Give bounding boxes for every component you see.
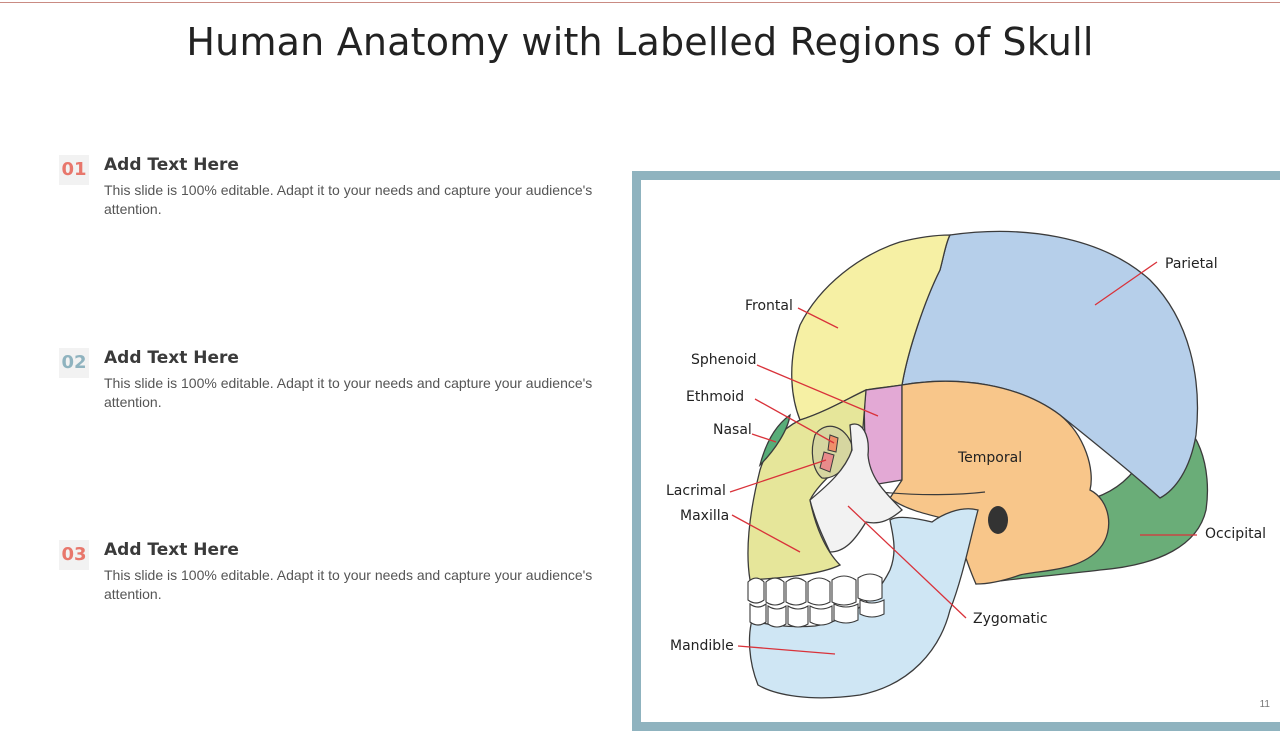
- item-body: This slide is 100% editable. Adapt it to…: [104, 375, 593, 410]
- nasal-bone: [758, 413, 791, 468]
- page-title: Human Anatomy with Labelled Regions of S…: [186, 20, 1094, 64]
- label-zygomatic: Zygomatic: [973, 611, 1048, 627]
- label-frontal: Frontal: [745, 298, 793, 314]
- leader-lines: [729, 261, 1197, 655]
- item-heading: Add Text Here: [104, 348, 239, 368]
- label-maxilla: Maxilla: [680, 508, 729, 524]
- page-number: 11: [1259, 699, 1270, 710]
- ear-canal: [988, 506, 1008, 534]
- item-number: 03: [59, 540, 89, 570]
- top-rule: [0, 2, 1280, 3]
- item-heading: Add Text Here: [104, 155, 239, 175]
- item-body: This slide is 100% editable. Adapt it to…: [104, 182, 593, 217]
- label-mandible: Mandible: [670, 638, 734, 654]
- label-ethmoid: Ethmoid: [686, 389, 744, 405]
- item-number: 01: [59, 155, 89, 185]
- suture-line: [879, 491, 986, 496]
- label-temporal: Temporal: [957, 450, 1022, 466]
- item-number: 02: [59, 348, 89, 378]
- label-parietal: Parietal: [1165, 256, 1218, 272]
- ethmoid-bone: [827, 434, 839, 453]
- skull-diagram: Parietal Frontal Sphenoid Ethmoid Nasal …: [666, 230, 1266, 699]
- label-nasal: Nasal: [713, 422, 752, 438]
- zygomatic-bone: [809, 423, 903, 553]
- lacrimal-bone: [819, 451, 835, 473]
- teeth: [747, 573, 885, 628]
- item-body: This slide is 100% editable. Adapt it to…: [104, 567, 593, 602]
- item-heading: Add Text Here: [104, 540, 239, 560]
- label-sphenoid: Sphenoid: [691, 352, 756, 368]
- label-lacrimal: Lacrimal: [666, 483, 726, 499]
- label-occipital: Occipital: [1205, 526, 1266, 542]
